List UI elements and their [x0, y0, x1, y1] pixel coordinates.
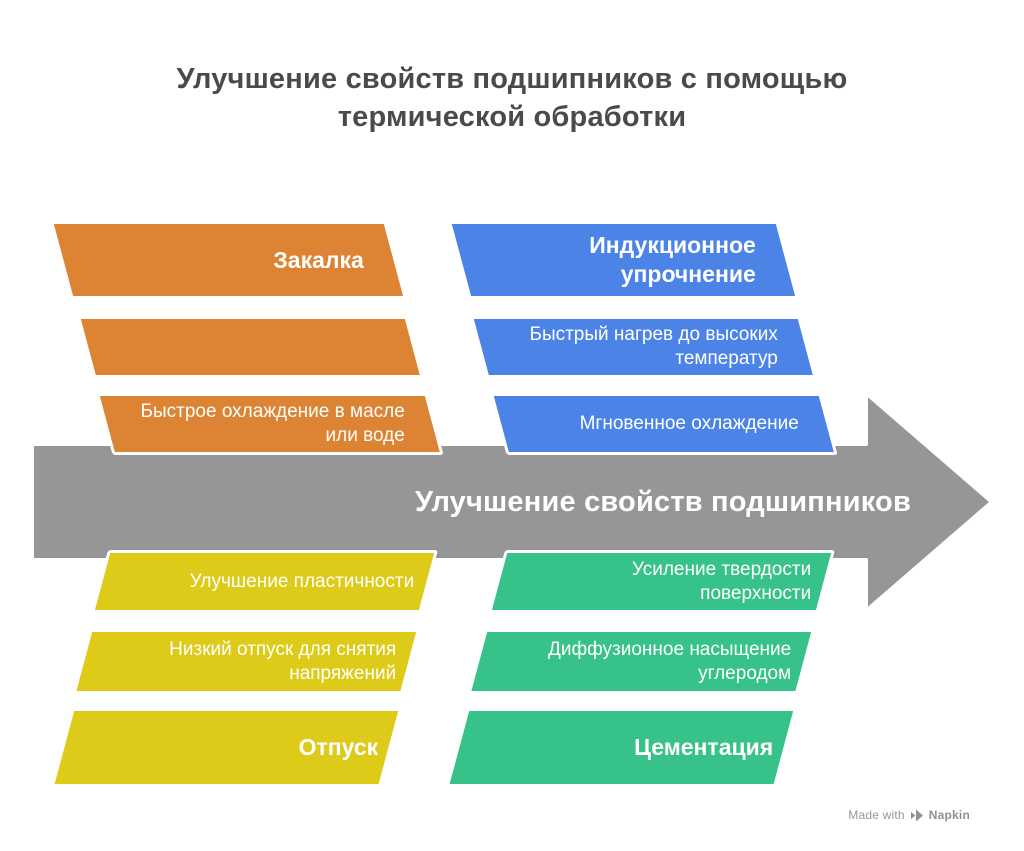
box-tempering-step1: Улучшение пластичности: [91, 550, 438, 613]
napkin-logo-icon: [910, 809, 923, 821]
box-carburizing-step1-label: Усиление твердости поверхности: [631, 558, 812, 604]
page-title-line2: термической обработки: [337, 101, 687, 133]
box-tempering-header: Отпуск: [50, 708, 403, 787]
box-hardening-step2: Быстрое охлаждение в масле или воде: [96, 393, 444, 455]
box-induction-step2-label: Мгновенное охлаждение: [579, 413, 799, 434]
box-carburizing-step1: Усиление твердости поверхности: [488, 550, 835, 613]
arrow-label: Улучшение свойств подшипников: [415, 486, 911, 518]
box-carburizing-header: Цементация: [445, 708, 797, 787]
page-title: Улучшение свойств подшипников с помощью …: [0, 60, 1024, 136]
box-tempering-header-label: Отпуск: [298, 734, 379, 760]
watermark-brand: Napkin: [928, 808, 970, 822]
watermark-made-with: Made with: [848, 808, 905, 822]
box-induction-step1-label: Быстрый нагрев до высоких температур: [529, 324, 778, 369]
box-tempering-step1-label: Улучшение пластичности: [189, 570, 415, 592]
box-hardening-step1: [77, 316, 424, 378]
box-hardening-header-label: Закалка: [273, 246, 364, 273]
box-hardening-header: Закалка: [50, 221, 407, 299]
box-induction-header-label: Индукционное упрочнение: [589, 232, 756, 287]
page-title-line1: Улучшение свойств подшипников с помощью: [176, 63, 848, 95]
box-tempering-step2-label: Низкий отпуск для снятия напряжений: [169, 638, 397, 684]
box-carburizing-step2: Диффузионное насыщение углеродом: [467, 629, 815, 694]
box-carburizing-step2-label: Диффузионное насыщение углеродом: [547, 638, 792, 684]
box-hardening-step2-label: Быстрое охлаждение в масле или воде: [140, 401, 405, 446]
box-hardening-step1-label: [81, 319, 405, 375]
box-induction-step1: Быстрый нагрев до высоких температур: [470, 316, 817, 378]
box-tempering-step2: Низкий отпуск для снятия напряжений: [72, 629, 420, 694]
watermark: Made with Napkin: [848, 806, 970, 824]
box-induction-step2: Мгновенное охлаждение: [490, 393, 838, 455]
box-induction-header: Индукционное упрочнение: [448, 221, 799, 299]
box-carburizing-header-label: Цементация: [634, 734, 774, 760]
